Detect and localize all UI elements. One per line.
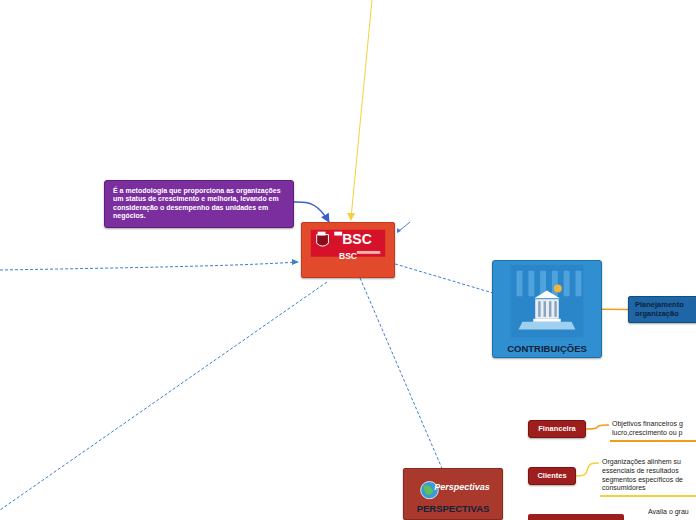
arrow-head [292,259,299,265]
outgoing-branch [0,282,327,510]
node-label: Financeira [531,424,583,433]
node-label: Organizações alinhem su essenciais de re… [602,458,696,493]
arrow-head [347,213,355,221]
window-stripe [517,271,523,296]
picture-ground [511,265,584,337]
topic-box: CONTRIBUIÇÕES [492,260,602,358]
coin [554,285,562,293]
node-label: Clientes [531,471,573,480]
node-label: É a metodologia que proporciona as organ… [113,187,285,221]
shield-tab [318,232,326,236]
connector [395,264,492,293]
subtopic-box: Planejamento organização [628,296,696,323]
window-stripe [575,271,581,296]
connector [602,309,628,311]
shield-icon [317,235,329,247]
connector [294,202,329,222]
bank-illustration [493,261,601,357]
node-label: CONTRIBUIÇÕES [495,343,599,354]
logo-strip [357,251,380,254]
node-label: Objetivos financeiros g lucro,cresciment… [612,420,696,438]
logo-text: Perspectivas [424,483,500,492]
connector [576,463,599,476]
connector [586,425,609,429]
node-label: Planejamento organização [635,301,693,318]
topic-box: PerspectivasPERSPECTIVAS [403,468,503,520]
note-text: Avalia o grau [648,508,689,515]
bank-column [544,301,546,317]
globe-land [424,485,433,495]
node-label: BSC [306,251,390,261]
incoming-branch [398,222,410,231]
connector [360,278,442,468]
window-stripe [528,271,534,296]
bank-base [533,319,560,322]
category-box [528,514,624,520]
incoming-branch [351,0,372,218]
logo-text: BSC [324,232,390,246]
window-stripe [552,271,558,296]
bank-column [538,301,540,317]
central-topic: BSC BSC [301,222,395,278]
note-text: Objetivos financeiros g lucro,cresciment… [610,419,696,442]
category-box: Clientes [528,467,576,485]
shield-tab [334,232,342,236]
incoming-branch [0,262,297,270]
bank-column [554,301,556,317]
bank-column [549,301,551,317]
node-label: PERSPECTIVAS [406,503,500,514]
note-text: Organizações alinhem su essenciais de re… [600,457,696,497]
floor-shadow [519,322,576,330]
bank-body [535,299,559,319]
arrow-head [397,228,401,233]
window-stripe [564,271,570,296]
description-box: É a metodologia que proporciona as organ… [104,180,294,228]
category-box: Financeira [528,420,586,438]
